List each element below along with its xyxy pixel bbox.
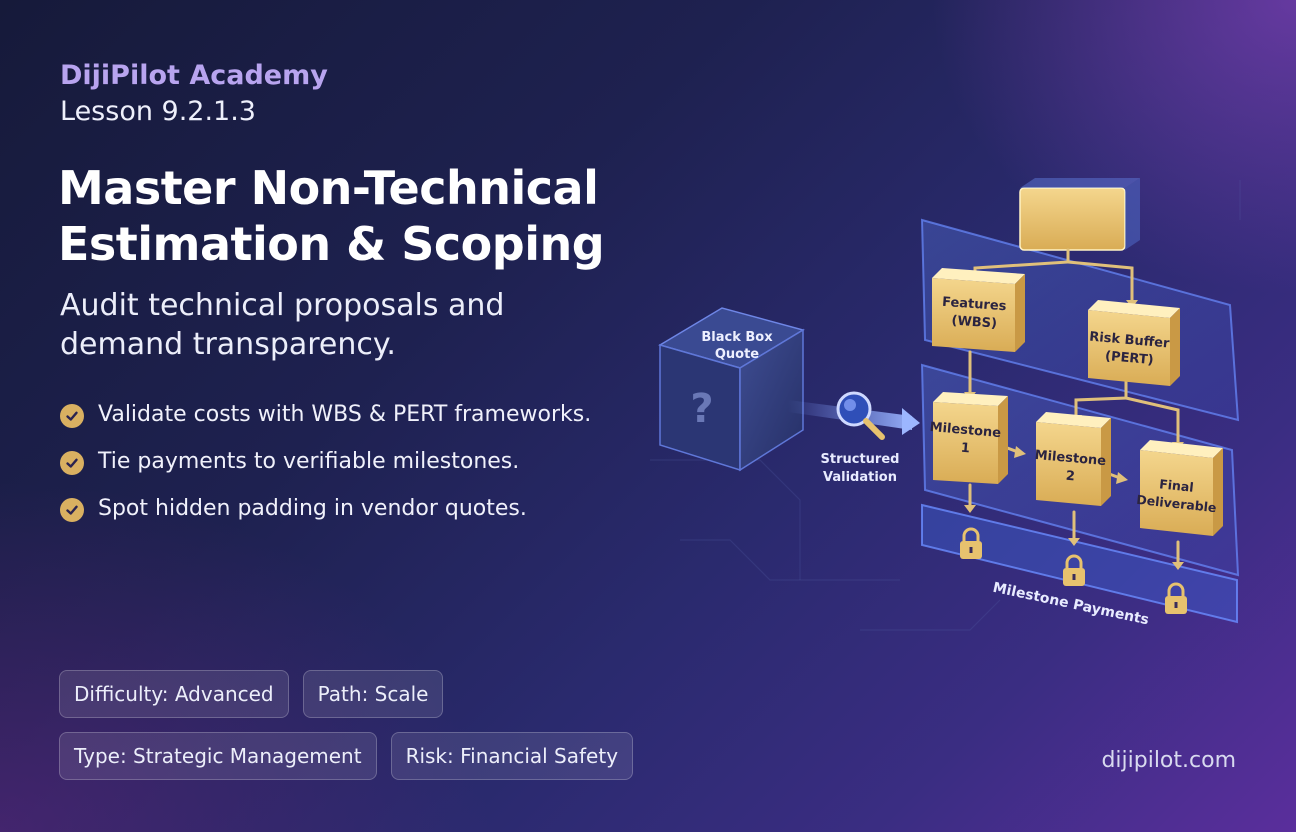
path-tag: Path: Scale [302,670,444,718]
black-box-cube: Black Box Quote ? [658,307,805,472]
benefit-text: Tie payments to verifiable milestones. [98,449,520,474]
magnifier-icon [836,391,885,440]
milestone-1-block: Milestone 1 [929,392,1008,484]
features-sub: (WBS) [951,313,997,331]
check-icon [60,498,84,522]
milestone-1-label: Milestone [929,420,1002,441]
validation-sub: Validation [823,470,897,485]
lock-icon [1063,554,1085,586]
brand-name: DijiPilot Academy [60,60,328,91]
check-icon [60,451,84,475]
connector-arrows [968,248,1180,564]
final-label: Final [1159,476,1195,495]
type-tag: Type: Strategic Management [59,732,377,780]
final-deliverable-block: Final Deliverable [1136,440,1223,536]
benefit-item: Validate costs with WBS & PERT framework… [60,400,620,430]
benefit-list: Validate costs with WBS & PERT framework… [60,400,620,541]
milestone-1-num: 1 [960,441,970,457]
website-url: dijipilot.com [1101,748,1236,773]
risk-buffer-label: Risk Buffer [1089,330,1171,352]
benefit-text: Validate costs with WBS & PERT framework… [98,402,592,427]
estimation-diagram: Features (WBS) Risk Buffer (PERT) Milest… [650,178,1241,631]
features-label: Features [942,295,1008,314]
beam-arrowhead [902,408,920,435]
page-title: Master Non-Technical Estimation & Scopin… [58,161,605,271]
benefit-text: Spot hidden padding in vendor quotes. [98,496,527,521]
top-cube [1019,178,1140,251]
question-mark-icon: ? [690,386,713,432]
lock-icon [960,527,982,559]
risk-buffer-sub: (PERT) [1104,349,1154,368]
benefit-item: Spot hidden padding in vendor quotes. [60,494,620,524]
benefit-item: Tie payments to verifiable milestones. [60,447,620,477]
black-box-label: Black Box [701,330,773,345]
risk-tag: Risk: Financial Safety [390,732,634,780]
tag-list: Difficulty: Advanced Path: Scale Type: S… [59,670,699,794]
black-box-sub: Quote [715,347,759,362]
milestone-2-block: Milestone 2 [1034,412,1111,506]
milestone-2-label: Milestone [1034,448,1107,469]
page-subtitle: Audit technical proposals and demand tra… [60,288,505,362]
difficulty-tag: Difficulty: Advanced [59,670,289,718]
circuit-lines [650,180,1241,631]
risk-buffer-block: Risk Buffer (PERT) [1088,300,1180,386]
validation-label: Structured [821,452,900,467]
milestone-2-num: 2 [1065,469,1075,485]
lock-icon [1165,582,1187,614]
lesson-number: Lesson 9.2.1.3 [60,96,256,127]
features-block: Features (WBS) [932,268,1025,352]
check-icon [60,404,84,428]
